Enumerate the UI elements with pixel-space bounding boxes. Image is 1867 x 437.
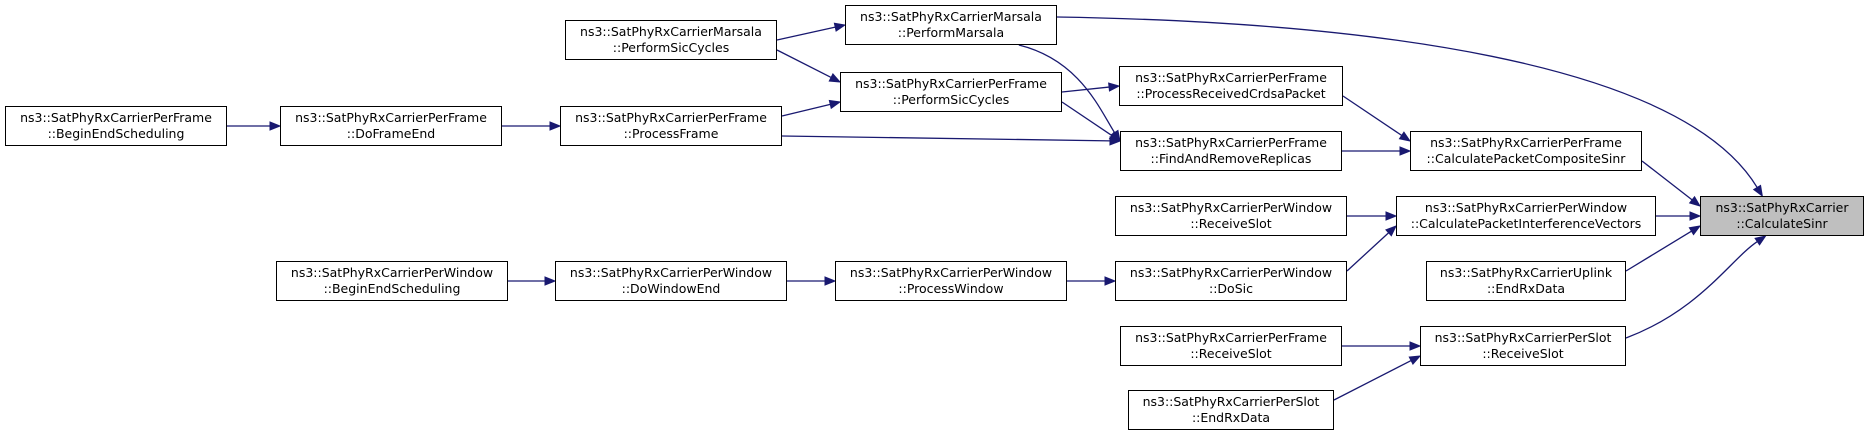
node-line2: ::ReceiveSlot xyxy=(1190,216,1272,231)
node-marsala-performmarsala[interactable]: ns3::SatPhyRxCarrierMarsala ::PerformMar… xyxy=(845,5,1057,45)
node-line1: ns3::SatPhyRxCarrier xyxy=(1715,200,1849,215)
node-perframe-processframe[interactable]: ns3::SatPhyRxCarrierPerFrame ::ProcessFr… xyxy=(560,106,782,146)
node-line1: ns3::SatPhyRxCarrierPerWindow xyxy=(1129,265,1333,280)
node-line1: ns3::SatPhyRxCarrierPerWindow xyxy=(849,265,1053,280)
node-perwindow-receiveslot[interactable]: ns3::SatPhyRxCarrierPerWindow ::ReceiveS… xyxy=(1115,196,1347,236)
node-satphyrxcarrier-calculatesinr: ns3::SatPhyRxCarrier ::CalculateSinr xyxy=(1700,196,1864,236)
arrowhead-frame_psc-to-frame_prcp xyxy=(1108,82,1121,92)
node-line1: ns3::SatPhyRxCarrierPerFrame xyxy=(575,110,767,125)
node-line1: ns3::SatPhyRxCarrierPerFrame xyxy=(295,110,487,125)
arrowhead-win_dosic-to-cpiv xyxy=(1385,225,1397,237)
arrowhead-marsala_psc-to-marsala_pm xyxy=(833,22,847,32)
arrowhead-frame_pf-to-frame_psc xyxy=(828,99,842,110)
node-perwindow-dowindowend[interactable]: ns3::SatPhyRxCarrierPerWindow ::DoWindow… xyxy=(555,261,787,301)
node-line2: ::ProcessReceivedCrdsaPacket xyxy=(1136,86,1326,101)
node-line1: ns3::SatPhyRxCarrierMarsala xyxy=(580,24,762,39)
node-line2: ::PerformSicCycles xyxy=(612,40,730,55)
arrowhead-win_bes-to-win_dwe xyxy=(544,276,557,286)
node-marsala-performsiccycles[interactable]: ns3::SatPhyRxCarrierMarsala ::PerformSic… xyxy=(565,20,777,60)
node-perframe-receiveslot[interactable]: ns3::SatPhyRxCarrierPerFrame ::ReceiveSl… xyxy=(1120,326,1342,366)
edge-marsala_psc-to-marsala_pm xyxy=(776,26,836,41)
edge-frame_psc-to-frame_prcp xyxy=(1061,86,1110,93)
node-line2: ::ProcessFrame xyxy=(623,126,719,141)
arrowhead-frame_bes-to-frame_dfe xyxy=(269,121,282,131)
node-perframe-doframeend[interactable]: ns3::SatPhyRxCarrierPerFrame ::DoFrameEn… xyxy=(280,106,502,146)
edge-frame_pf-to-frame_farr xyxy=(781,135,1111,142)
arrowhead-win_dwe-to-win_pw xyxy=(824,276,837,286)
node-line1: ns3::SatPhyRxCarrierPerWindow xyxy=(290,265,494,280)
arrowhead-marsala_pm-to-root xyxy=(1752,184,1764,198)
node-uplink-endrxdata[interactable]: ns3::SatPhyRxCarrierUplink ::EndRxData xyxy=(1426,261,1626,301)
edge-slot_recv-to-root xyxy=(1625,241,1758,339)
edge-frame_pf-to-frame_psc xyxy=(781,103,831,117)
node-line1: ns3::SatPhyRxCarrierPerFrame xyxy=(20,110,212,125)
node-line2: ::DoFrameEnd xyxy=(346,126,436,141)
node-line2: ::ProcessWindow xyxy=(898,281,1004,296)
node-line2: ::CalculatePacketInterferenceVectors xyxy=(1410,216,1642,231)
node-perslot-endrxdata[interactable]: ns3::SatPhyRxCarrierPerSlot ::EndRxData xyxy=(1128,390,1334,430)
node-line1: ns3::SatPhyRxCarrierPerFrame xyxy=(855,76,1047,91)
node-line2: ::EndRxData xyxy=(1191,410,1271,425)
arrowhead-cpiv-to-root xyxy=(1689,211,1702,221)
arrowhead-uplink_end-to-root xyxy=(1688,225,1702,236)
node-line2: ::PerformSicCycles xyxy=(892,92,1010,107)
node-perframe-findandremovereplicas[interactable]: ns3::SatPhyRxCarrierPerFrame ::FindAndRe… xyxy=(1120,131,1342,171)
node-perwindow-beginendscheduling[interactable]: ns3::SatPhyRxCarrierPerWindow ::BeginEnd… xyxy=(276,261,508,301)
node-line1: ns3::SatPhyRxCarrierPerFrame xyxy=(1135,135,1327,150)
edge-slot_end-to-slot_recv xyxy=(1333,359,1412,401)
node-line2: ::BeginEndScheduling xyxy=(323,281,461,296)
node-line2: ::CalculateSinr xyxy=(1736,216,1828,231)
node-line1: ns3::SatPhyRxCarrierPerWindow xyxy=(1424,200,1628,215)
node-perslot-receiveslot[interactable]: ns3::SatPhyRxCarrierPerSlot ::ReceiveSlo… xyxy=(1420,326,1626,366)
edge-marsala_pm-to-frame_farr xyxy=(1018,44,1116,133)
node-perwindow-calculatepacketinterferencevectors[interactable]: ns3::SatPhyRxCarrierPerWindow ::Calculat… xyxy=(1396,196,1656,236)
arrowhead-win_pw-to-win_dosic xyxy=(1104,276,1117,286)
node-line2: ::ReceiveSlot xyxy=(1482,346,1564,361)
arrowhead-slot_recv-to-root xyxy=(1754,235,1767,246)
edge-cpcs-to-root xyxy=(1641,160,1693,201)
node-line2: ::ReceiveSlot xyxy=(1190,346,1272,361)
node-perframe-processreceivedcrdsapacket[interactable]: ns3::SatPhyRxCarrierPerFrame ::ProcessRe… xyxy=(1119,66,1343,106)
arrowhead-cpcs-to-root xyxy=(1688,195,1702,207)
node-line1: ns3::SatPhyRxCarrierPerWindow xyxy=(569,265,773,280)
node-line1: ns3::SatPhyRxCarrierPerFrame xyxy=(1135,330,1327,345)
node-line2: ::PerformMarsala xyxy=(897,25,1005,40)
arrowhead-frame_pf-to-frame_farr xyxy=(1109,136,1122,146)
arrowhead-slot_end-to-slot_recv xyxy=(1408,355,1422,366)
edge-marsala_pm-to-root xyxy=(1056,16,1758,188)
node-line2: ::DoWindowEnd xyxy=(621,281,721,296)
arrowhead-win_rs-to-cpiv xyxy=(1385,211,1398,221)
edge-frame_prcp-to-cpcs xyxy=(1342,95,1403,136)
arrowhead-frame_farr-to-cpcs xyxy=(1399,146,1412,156)
node-line1: ns3::SatPhyRxCarrierPerSlot xyxy=(1434,330,1612,345)
node-line1: ns3::SatPhyRxCarrierPerSlot xyxy=(1142,394,1320,409)
edge-win_dosic-to-cpiv xyxy=(1346,232,1390,272)
node-line2: ::BeginEndScheduling xyxy=(47,126,185,141)
node-perframe-calculatepacketcompositesinr[interactable]: ns3::SatPhyRxCarrierPerFrame ::Calculate… xyxy=(1410,131,1642,171)
node-line1: ns3::SatPhyRxCarrierPerFrame xyxy=(1430,135,1622,150)
node-perwindow-dosic[interactable]: ns3::SatPhyRxCarrierPerWindow ::DoSic xyxy=(1115,261,1347,301)
edge-uplink_end-to-root xyxy=(1625,230,1692,272)
node-line2: ::DoSic xyxy=(1209,281,1253,296)
arrowhead-frame_dfe-to-frame_pf xyxy=(549,121,562,131)
edge-frame_psc-to-frame_farr xyxy=(1061,101,1113,136)
node-line1: ns3::SatPhyRxCarrierPerFrame xyxy=(1135,70,1327,85)
node-line1: ns3::SatPhyRxCarrierPerWindow xyxy=(1129,200,1333,215)
node-line2: ::FindAndRemoveReplicas xyxy=(1150,151,1312,166)
node-perwindow-processwindow[interactable]: ns3::SatPhyRxCarrierPerWindow ::ProcessW… xyxy=(835,261,1067,301)
node-perframe-beginendscheduling[interactable]: ns3::SatPhyRxCarrierPerFrame ::BeginEndS… xyxy=(5,106,227,146)
arrowhead-frame_rs-to-slot_recv xyxy=(1409,341,1422,351)
edge-marsala_psc-to-frame_psc xyxy=(776,49,832,79)
node-line2: ::EndRxData xyxy=(1486,281,1566,296)
node-line1: ns3::SatPhyRxCarrierMarsala xyxy=(860,9,1042,24)
node-line2: ::CalculatePacketCompositeSinr xyxy=(1426,151,1626,166)
arrowhead-frame_prcp-to-cpcs xyxy=(1398,131,1412,142)
arrowhead-marsala_psc-to-frame_psc xyxy=(828,73,842,83)
node-perframe-performsiccycles[interactable]: ns3::SatPhyRxCarrierPerFrame ::PerformSi… xyxy=(840,72,1062,112)
node-line1: ns3::SatPhyRxCarrierUplink xyxy=(1439,265,1613,280)
